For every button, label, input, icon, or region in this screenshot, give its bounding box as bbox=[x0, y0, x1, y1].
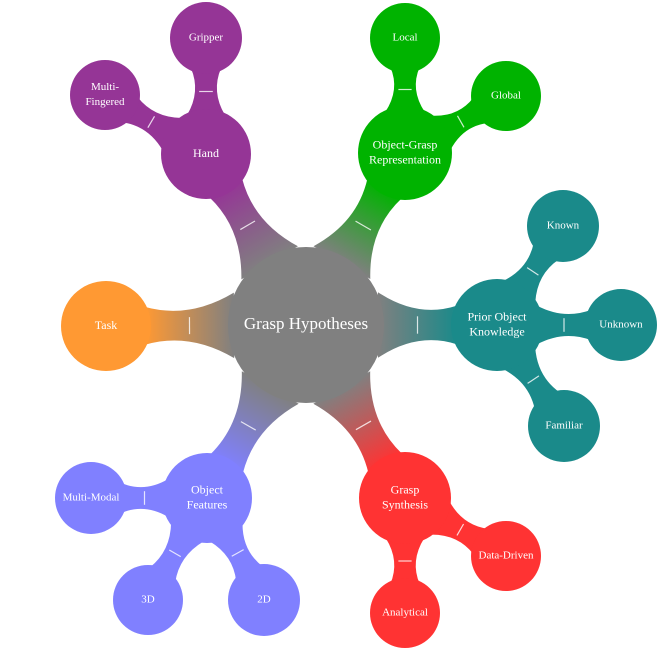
connector-tick-hand-multi-fingered bbox=[147, 115, 156, 128]
node-global bbox=[471, 61, 541, 131]
node-unknown bbox=[585, 289, 657, 361]
connector-tick-features-3d bbox=[168, 549, 182, 558]
node-label-familiar: Familiar bbox=[545, 420, 583, 432]
node-2d bbox=[228, 564, 300, 636]
node-label-2d: 2D bbox=[257, 594, 271, 606]
node-label-features-line-2: Features bbox=[187, 497, 228, 511]
node-label-global: Global bbox=[491, 90, 521, 102]
node-data-driven bbox=[471, 521, 541, 591]
node-pok bbox=[451, 279, 543, 371]
node-familiar bbox=[528, 390, 600, 462]
node-local bbox=[370, 3, 440, 73]
connector-tick-pok-familiar bbox=[527, 375, 540, 384]
center-node bbox=[228, 247, 384, 403]
connector-tick-pok-known bbox=[526, 267, 539, 276]
node-label-multi-fingered-line-1: Multi- bbox=[91, 81, 119, 93]
node-multi-fingered bbox=[70, 60, 140, 130]
connector-tick-ogr-global bbox=[456, 115, 465, 128]
connector-tick-center-ogr bbox=[355, 220, 372, 231]
node-label-3d: 3D bbox=[141, 594, 155, 606]
node-ogr bbox=[358, 106, 452, 200]
node-hand bbox=[161, 109, 251, 199]
node-3d bbox=[113, 565, 183, 635]
nodes bbox=[55, 2, 657, 648]
connector-tick-center-synthesis bbox=[355, 420, 372, 431]
node-synthesis bbox=[359, 452, 451, 544]
connector-tick-synthesis-data-driven bbox=[456, 523, 465, 536]
node-multi-modal bbox=[55, 462, 127, 534]
node-label-pok-line-2: Knowledge bbox=[469, 324, 524, 338]
node-label-synthesis-line-2: Synthesis bbox=[382, 497, 428, 511]
node-task bbox=[61, 281, 151, 371]
node-label-features-line-1: Object bbox=[191, 482, 224, 496]
connector-tick-center-hand bbox=[240, 220, 256, 231]
node-label-task: Task bbox=[95, 318, 118, 332]
center-node-label: Grasp Hypotheses bbox=[244, 314, 368, 333]
cropped-caption bbox=[0, 644, 665, 653]
node-label-hand: Hand bbox=[193, 146, 219, 160]
node-label-gripper: Gripper bbox=[189, 32, 224, 44]
node-label-data-driven: Data-Driven bbox=[479, 550, 534, 562]
node-analytical bbox=[370, 578, 440, 648]
node-label-unknown: Unknown bbox=[599, 319, 643, 331]
connector-tick-center-features bbox=[240, 421, 256, 431]
node-label-multi-fingered-line-2: Fingered bbox=[85, 96, 125, 108]
node-label-ogr-line-2: Representation bbox=[369, 152, 441, 166]
node-features bbox=[162, 453, 252, 543]
node-label-multi-modal: Multi-Modal bbox=[63, 492, 120, 504]
node-label-pok-line-1: Prior Object bbox=[468, 309, 528, 323]
node-gripper bbox=[170, 2, 242, 74]
node-label-synthesis-line-1: Grasp bbox=[391, 482, 420, 496]
node-label-analytical: Analytical bbox=[382, 607, 428, 619]
node-label-ogr-line-1: Object-Grasp bbox=[373, 137, 438, 151]
node-label-known: Known bbox=[547, 220, 580, 232]
node-known bbox=[527, 190, 599, 262]
node-label-local: Local bbox=[392, 32, 417, 44]
connector-tick-features-2d bbox=[231, 549, 244, 557]
